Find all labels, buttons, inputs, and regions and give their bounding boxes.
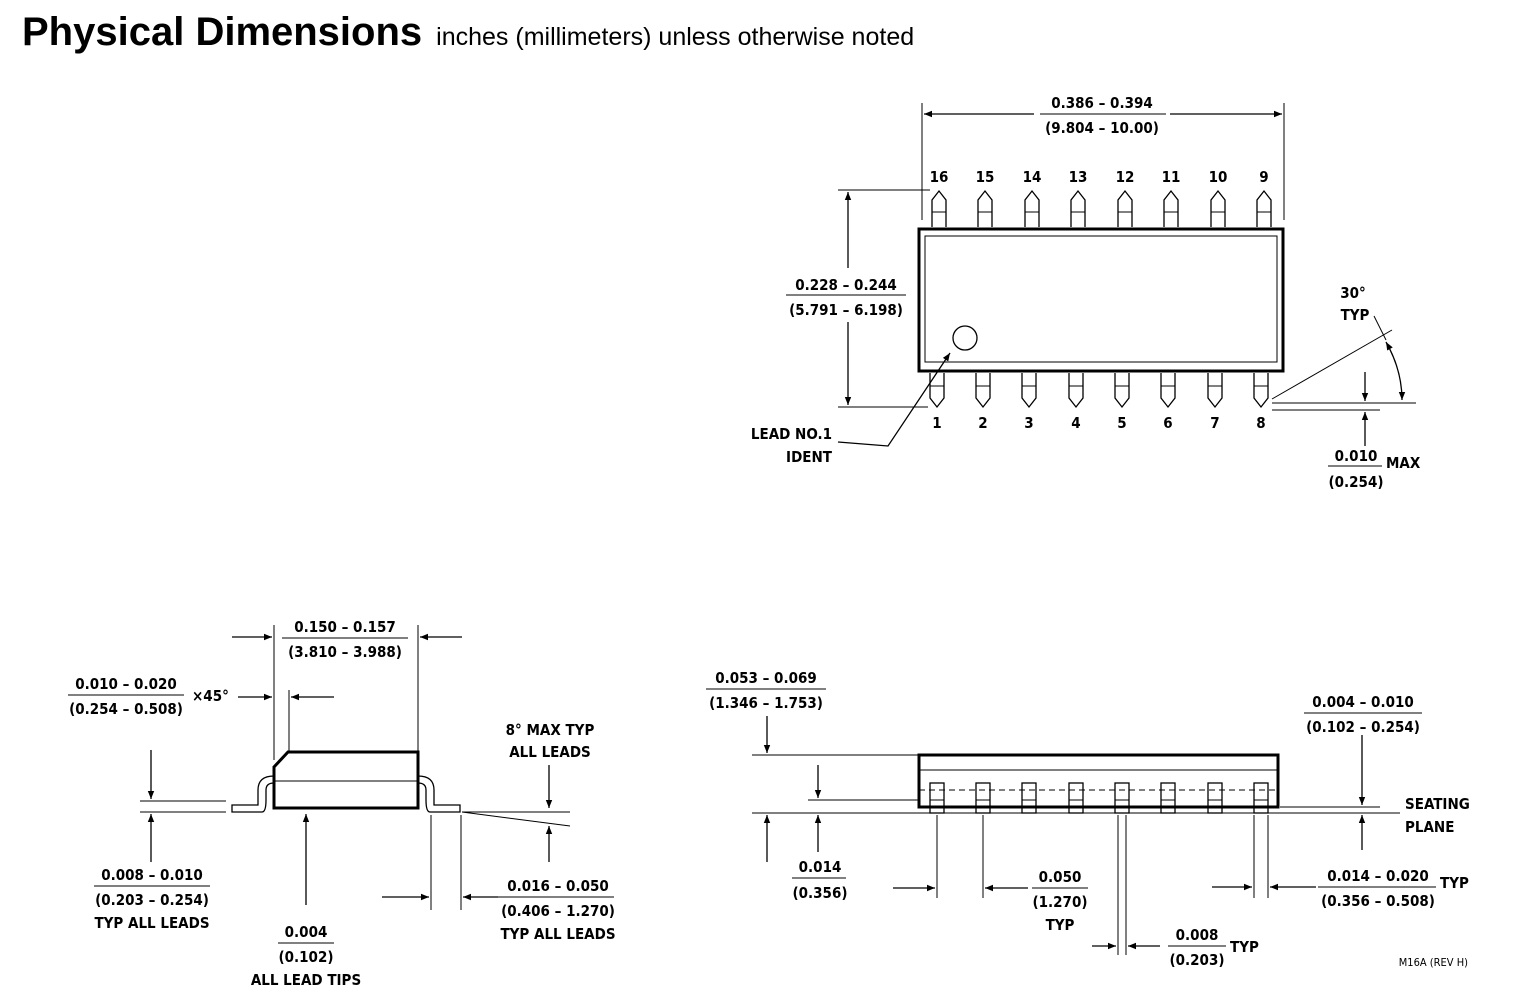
chamfer-mm: (0.254 – 0.508) [69, 700, 183, 718]
lead-tips-mm: (0.102) [278, 948, 333, 966]
lead-ident-label-line2: IDENT [786, 448, 833, 466]
bottom-lead-3 [1021, 373, 1037, 409]
top-view: 0.386 – 0.394 (9.804 – 10.00) 16 15 14 1… [751, 94, 1421, 491]
angle-label-typ: TYP [1341, 306, 1370, 324]
end-view-lead-right [417, 775, 461, 813]
length-mm: (9.804 – 10.00) [1045, 119, 1159, 137]
pin-label-13: 13 [1069, 168, 1088, 186]
end-view-body [272, 750, 420, 810]
bottom-lead-1 [929, 373, 945, 409]
lead-gap-inches: 0.008 [1176, 926, 1219, 944]
angle-line-end [461, 811, 571, 827]
lead-gap-mm: (0.203) [1169, 951, 1224, 969]
lead-thickness-inches: 0.008 – 0.010 [101, 866, 203, 884]
standoff-inches: 0.004 – 0.010 [1312, 693, 1414, 711]
bottom-lead-4 [1068, 373, 1084, 409]
bottom-lead-2 [975, 373, 991, 409]
drawing-id: M16A (REV H) [1399, 956, 1468, 969]
bottom-lead-8 [1253, 373, 1269, 409]
bottom-lead-5 [1114, 373, 1130, 409]
bottom-lead-7 [1207, 373, 1223, 409]
foot-length-note: TYP ALL LEADS [500, 925, 615, 943]
top-leads [931, 189, 1272, 227]
lead-width-mm: (0.356 – 0.508) [1321, 892, 1435, 910]
side-view-body [917, 753, 1280, 809]
lead-tips-inches: 0.004 [285, 923, 328, 941]
top-lead-7 [1210, 189, 1226, 227]
page-subtitle: inches (millimeters) unless otherwise no… [436, 23, 915, 51]
lead-max-inches: 0.010 [1335, 447, 1378, 465]
chamfer-inches: 0.010 – 0.020 [75, 675, 177, 693]
width-mm: (5.791 – 6.198) [789, 301, 903, 319]
lead-tips-note: ALL LEAD TIPS [251, 971, 361, 989]
pin-label-7: 7 [1210, 414, 1219, 432]
foot-length-inches: 0.016 – 0.050 [507, 877, 609, 895]
body-width-mm: (3.810 – 3.988) [288, 643, 402, 661]
lead-height-mm: (0.356) [792, 884, 847, 902]
end-view-lead-left [231, 775, 275, 813]
lead-ident-leader [837, 352, 951, 447]
pin-label-10: 10 [1209, 168, 1228, 186]
top-lead-5 [1117, 189, 1133, 227]
angle-note-line2: ALL LEADS [509, 743, 591, 761]
pin-label-3: 3 [1024, 414, 1033, 432]
angle-leader [1373, 315, 1387, 341]
top-lead-6 [1163, 189, 1179, 227]
angle-note-line1: 8° MAX TYP [506, 721, 595, 739]
pin-label-2: 2 [978, 414, 987, 432]
width-inches: 0.228 – 0.244 [795, 276, 897, 294]
lead-max-suffix: MAX [1386, 454, 1421, 472]
angle-label-value: 30° [1340, 284, 1366, 302]
angle-line [1271, 329, 1393, 400]
top-lead-3 [1024, 189, 1040, 227]
package-body-inner [924, 235, 1278, 363]
page-title: Physical Dimensions [22, 10, 423, 54]
pin-label-14: 14 [1023, 168, 1042, 186]
pitch-mm: (1.270) [1032, 893, 1087, 911]
top-lead-4 [1070, 189, 1086, 227]
pin1-indicator-dot [952, 325, 978, 351]
seating-plane-label-line2: PLANE [1405, 818, 1454, 836]
body-width-inches: 0.150 – 0.157 [294, 618, 396, 636]
pin-label-5: 5 [1117, 414, 1126, 432]
lead-ident-label-line1: LEAD NO.1 [751, 425, 832, 443]
top-lead-1 [931, 189, 947, 227]
pin-label-6: 6 [1163, 414, 1172, 432]
pin-label-9: 9 [1259, 168, 1268, 186]
pin-label-15: 15 [976, 168, 995, 186]
bottom-leads [929, 373, 1269, 409]
lead-height-inches: 0.014 [799, 858, 842, 876]
lead-max-mm: (0.254) [1328, 473, 1383, 491]
pin-label-1: 1 [932, 414, 941, 432]
height-mm: (1.346 – 1.753) [709, 694, 823, 712]
foot-length-mm: (0.406 – 1.270) [501, 902, 615, 920]
pin-label-8: 8 [1256, 414, 1265, 432]
height-inches: 0.053 – 0.069 [715, 669, 817, 687]
pitch-inches: 0.050 [1039, 868, 1082, 886]
lead-thickness-mm: (0.203 – 0.254) [95, 891, 209, 909]
pitch-note: TYP [1046, 916, 1075, 934]
pin-label-16: 16 [930, 168, 949, 186]
top-lead-8 [1256, 189, 1272, 227]
package-body [917, 227, 1285, 373]
chamfer-suffix: ×45° [192, 687, 229, 705]
pin-label-4: 4 [1071, 414, 1080, 432]
seating-plane-label-line1: SEATING [1405, 795, 1470, 813]
lead-gap-suffix: TYP [1230, 938, 1259, 956]
length-inches: 0.386 – 0.394 [1051, 94, 1153, 112]
angle-arc [1385, 341, 1406, 401]
standoff-mm: (0.102 – 0.254) [1306, 718, 1420, 736]
end-view: 0.150 – 0.157 (3.810 – 3.988) 0.010 – 0.… [68, 618, 616, 989]
top-lead-2 [977, 189, 993, 227]
side-view: SEATING PLANE 0.053 – 0.069 (1.346 – 1.7… [706, 669, 1470, 969]
lead-width-suffix: TYP [1440, 874, 1469, 892]
pin-label-12: 12 [1116, 168, 1135, 186]
lead-width-inches: 0.014 – 0.020 [1327, 867, 1429, 885]
bottom-lead-6 [1160, 373, 1176, 409]
page-header: Physical Dimensions inches (millimeters)… [22, 10, 914, 55]
lead-thickness-note: TYP ALL LEADS [94, 914, 209, 932]
pin-label-11: 11 [1162, 168, 1181, 186]
